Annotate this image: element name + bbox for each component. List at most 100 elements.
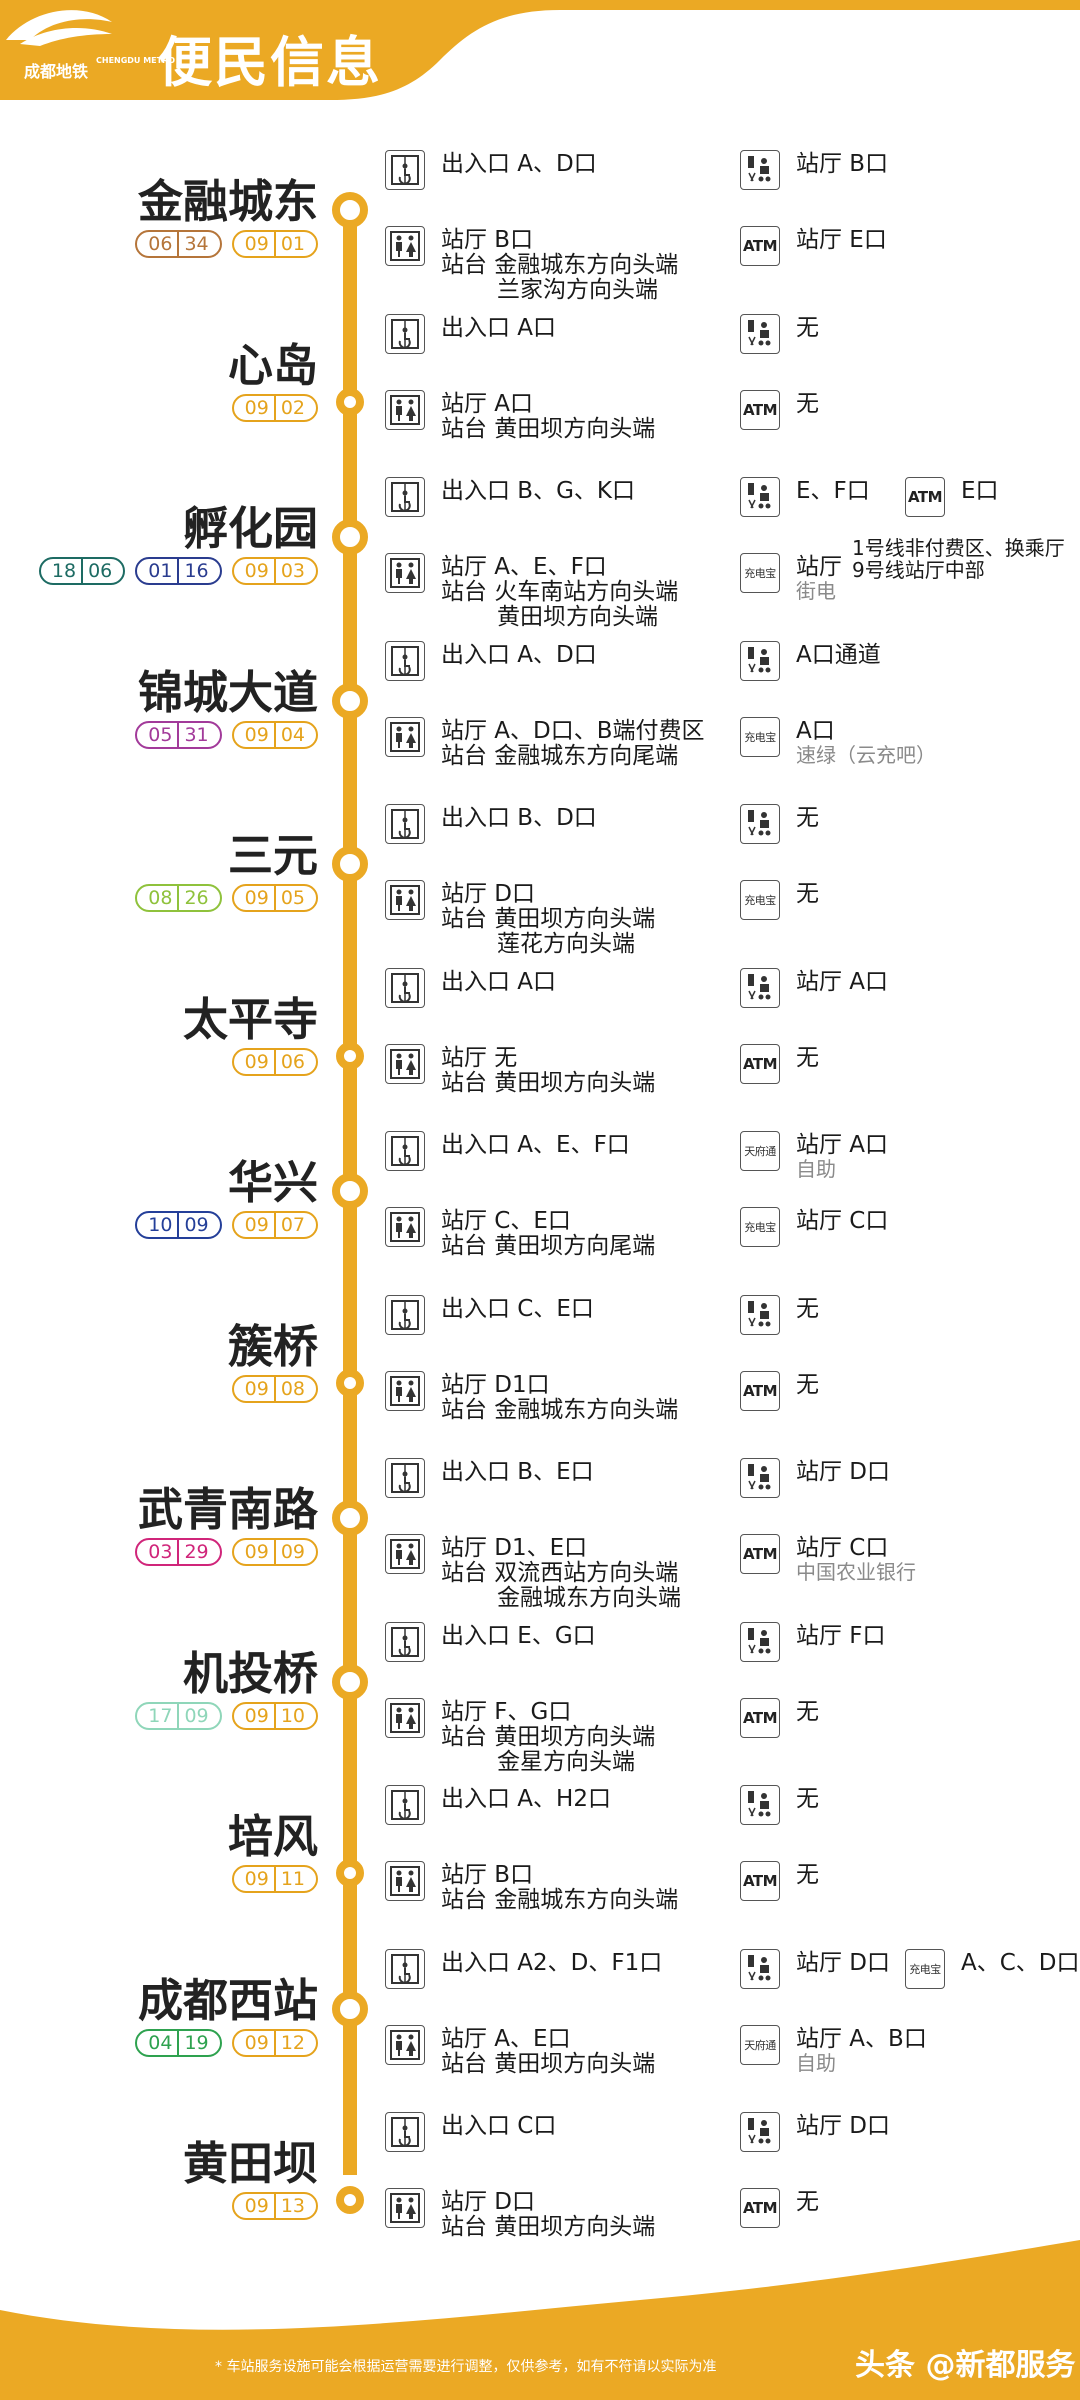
toilet-icon: [385, 1043, 425, 1084]
facility-text: 出入口 A、D口: [441, 641, 597, 668]
facility-text: 站厅 无站台 黄田坝方向头端: [441, 1044, 656, 1096]
facility-text: 出入口 A、H2口: [441, 1786, 611, 1812]
facility-text: 站厅 D口: [796, 1459, 891, 1485]
powerbank-icon: 充电宝: [905, 1948, 945, 1989]
toilet-icon: [385, 880, 425, 920]
facility-text: 无: [796, 805, 819, 831]
facility-text: 站厅 D1口站台 金融城东方向头端: [441, 1371, 679, 1423]
atm-icon: ATM: [740, 1370, 780, 1411]
facility-text: 站厅 B口站台 金融城东方向头端兰家沟方向头端: [441, 227, 679, 303]
powerbank-icon: 充电宝: [740, 880, 780, 920]
station-name: 培风: [227, 1810, 318, 1863]
atm-icon: ATM: [905, 477, 945, 517]
station-marker: [332, 846, 368, 882]
elevator-icon: [385, 1294, 425, 1335]
facility-text: 站厅 C口中国农业银行: [796, 1535, 916, 1584]
stroller-icon: [740, 804, 780, 844]
facility-text: 站厅 A、E、F口站台 火车南站方向头端黄田坝方向头端: [441, 554, 679, 630]
facility-text: 出入口 C、E口: [441, 1295, 594, 1322]
elevator-icon: [385, 1621, 425, 1662]
footer-background: [0, 2240, 1080, 2400]
footer-disclaimer: * 车站服务设施可能会根据运营需要进行调整，仅供参考，如有不符请以实际为准: [215, 2359, 717, 2375]
stroller-icon: [740, 1948, 780, 1989]
facility-text: 站厅 D口: [796, 2113, 891, 2139]
facility-text: 无: [796, 1862, 819, 1888]
facility-text: 站厅 F、G口站台 黄田坝方向头端金星方向头端: [441, 1698, 656, 1775]
powerbank-icon: 充电宝: [740, 716, 780, 757]
stroller-icon: [740, 1785, 780, 1825]
stroller-icon: [740, 1621, 780, 1662]
elevator-icon: [385, 1785, 425, 1825]
facility-text: 无: [796, 881, 819, 907]
station-name: 锦城大道: [137, 665, 318, 719]
stroller-icon: [740, 313, 780, 354]
stroller-icon: [740, 2112, 780, 2152]
facility-text: 出入口 B、G、K口: [441, 478, 635, 504]
facility-text: 站厅 A、E口站台 黄田坝方向头端: [441, 2025, 656, 2077]
stroller-icon: [740, 150, 780, 190]
elevator-icon: [385, 313, 425, 354]
atm-icon: ATM: [740, 1534, 780, 1574]
elevator-icon: [385, 1948, 425, 1989]
facility-text: 出入口 C口: [441, 2113, 557, 2139]
toilet-icon: [385, 2024, 425, 2065]
toilet-icon: [385, 1861, 425, 1901]
station-name: 武青南路: [137, 1483, 318, 1536]
toilet-icon: [385, 1534, 425, 1574]
elevator-icon: [385, 1131, 425, 1171]
station-marker: [332, 1990, 368, 2027]
station-marker: [332, 682, 368, 719]
station-marker: [332, 519, 368, 555]
stroller-icon: [740, 1458, 780, 1498]
facility-text: 无: [796, 314, 819, 341]
stroller-icon: [740, 477, 780, 517]
atm-icon: ATM: [740, 1043, 780, 1084]
facility-text: 无: [796, 1371, 819, 1398]
station-marker: [332, 1500, 368, 1536]
facility-text: 无: [796, 1044, 819, 1071]
station-marker: [336, 387, 364, 416]
facility-text: 无: [796, 1786, 819, 1812]
facility-text: 出入口 B、D口: [441, 805, 597, 831]
powerbank-icon: 充电宝: [740, 1207, 780, 1247]
station-name: 心岛: [227, 338, 318, 392]
toilet-icon: [385, 226, 425, 266]
toilet-icon: [385, 1370, 425, 1411]
powerbank-icon: 充电宝: [740, 553, 780, 593]
facility-text: A、C、D口: [961, 1949, 1080, 1976]
facility-text: 出入口 E、G口: [441, 1622, 596, 1649]
facility-text: 出入口 A口: [441, 314, 557, 341]
toilet-icon: [385, 716, 425, 757]
facility-text: 站厅 A口站台 黄田坝方向头端: [441, 390, 656, 442]
facility-text: E、F口: [796, 478, 870, 504]
station-marker: [332, 192, 368, 228]
atm-icon: ATM: [740, 2188, 780, 2228]
watermark-text: 头条 @新都服务: [855, 2348, 1076, 2383]
page-title: 便民信息: [158, 31, 382, 94]
facility-text: 站厅 D1、E口站台 双流西站方向头端金融城东方向头端: [441, 1535, 681, 1611]
elevator-icon: [385, 640, 425, 681]
facility-text: 无: [796, 390, 819, 417]
station-marker: [336, 1859, 364, 1887]
station-name: 机投桥: [182, 1646, 318, 1700]
toilet-icon: [385, 1697, 425, 1738]
station-name: 孵化园: [182, 502, 318, 555]
station-marker: [332, 1663, 368, 1700]
